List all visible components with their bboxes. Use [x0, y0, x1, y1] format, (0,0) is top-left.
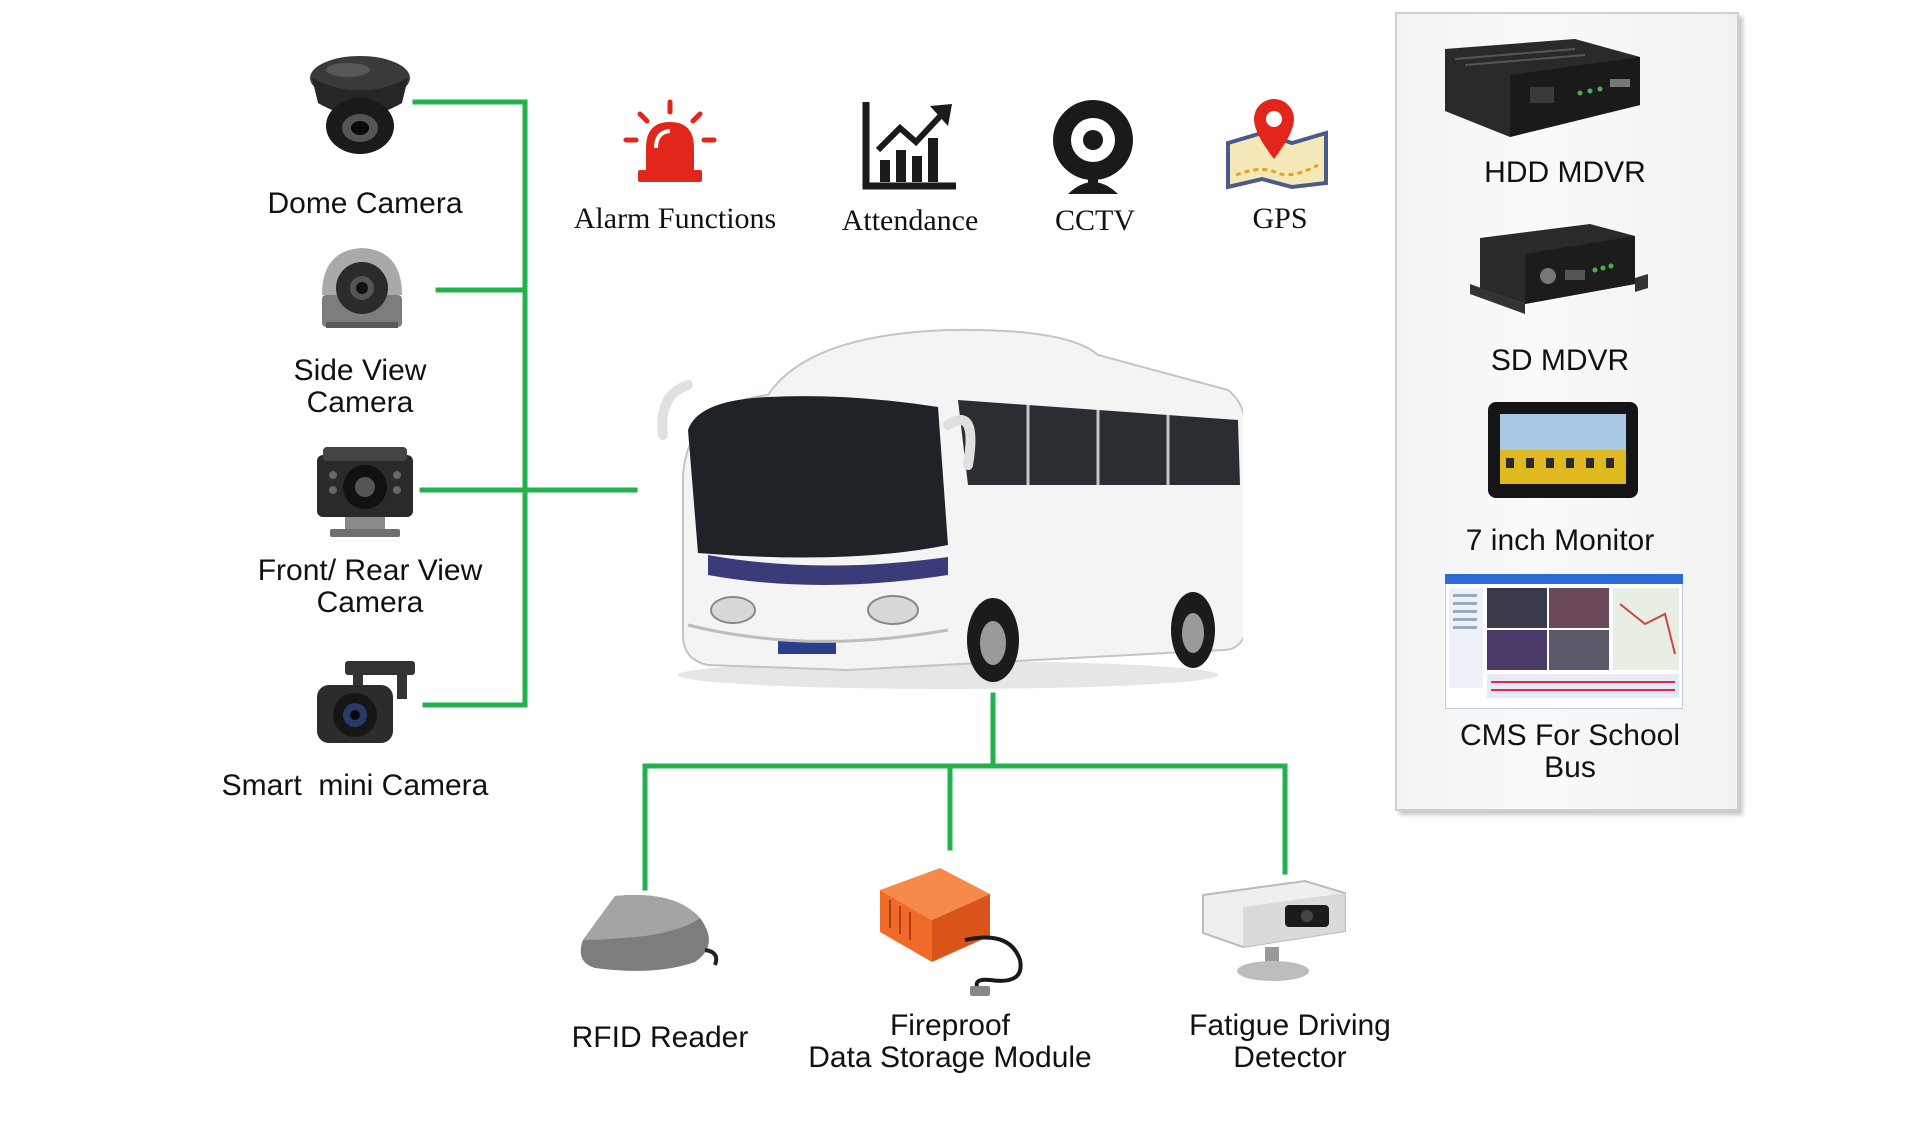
monitor-icon — [1486, 400, 1641, 500]
panel-label: HDD MDVR — [1484, 156, 1646, 189]
feature-label: Alarm Functions — [573, 202, 777, 235]
sd-mdvr-icon — [1470, 218, 1650, 318]
front-rear-camera-icon — [305, 435, 425, 545]
device-label: RFID Reader — [571, 1021, 749, 1054]
panel-label: 7 inch Monitor — [1465, 524, 1655, 557]
panel-label: SD MDVR — [1490, 344, 1630, 377]
feature-label: Attendance — [841, 204, 979, 237]
feature-label: CCTV — [1054, 204, 1135, 237]
feature-label: GPS — [1252, 202, 1308, 235]
camera-label: Front/ Rear View Camera — [257, 554, 483, 619]
connector-dome — [412, 99, 528, 708]
device-label: Fireproof Data Storage Module — [808, 1009, 1092, 1074]
bus-icon — [648, 325, 1243, 695]
map-pin-icon — [1222, 95, 1332, 190]
hdd-mdvr-icon — [1435, 35, 1645, 145]
camera-label: Dome Camera — [267, 187, 463, 220]
fireproof-module-icon — [870, 860, 1040, 1000]
rfid-reader-icon — [575, 890, 725, 980]
fatigue-detector-icon — [1195, 875, 1355, 985]
device-label: Fatigue Driving Detector — [1189, 1009, 1391, 1074]
camera-label: Side View Camera — [293, 354, 427, 419]
panel-label: CMS For School Bus — [1459, 719, 1681, 784]
mini-camera-icon — [305, 655, 425, 755]
alarm-icon — [620, 98, 720, 188]
attendance-chart-icon — [860, 98, 960, 193]
webcam-icon — [1048, 98, 1138, 198]
camera-label: Smart mini Camera — [221, 769, 489, 802]
dome-camera-icon — [300, 48, 420, 158]
side-view-camera-icon — [312, 240, 412, 335]
cms-software-icon — [1445, 574, 1683, 709]
